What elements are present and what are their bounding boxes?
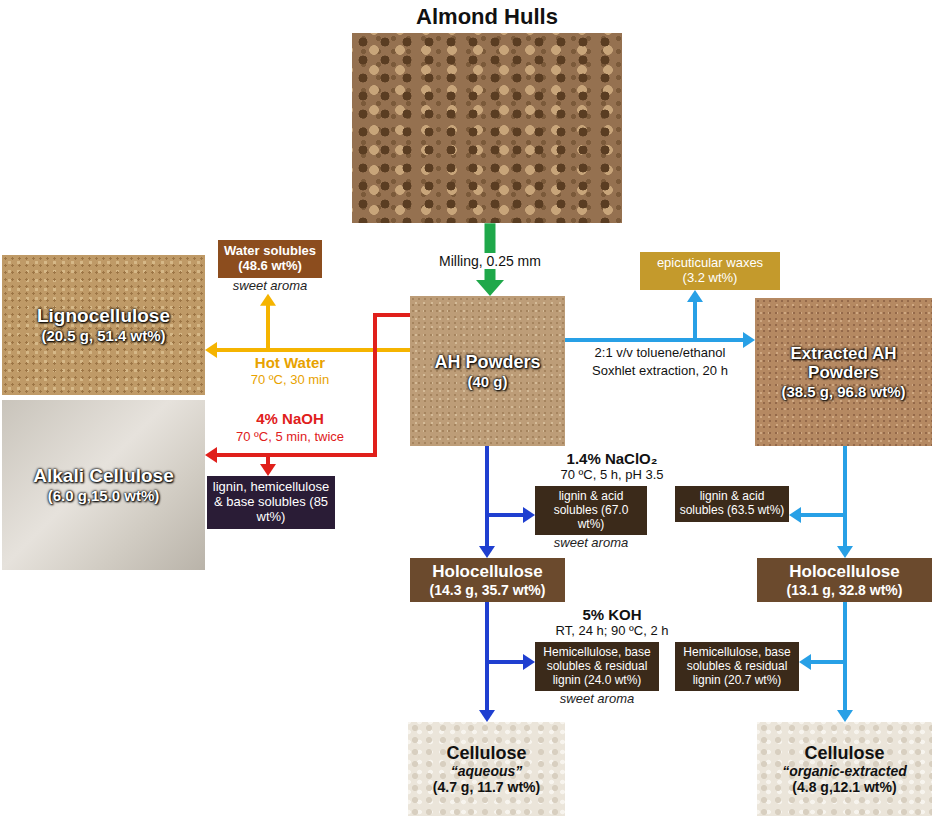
sample-photo: Alkali Cellulose(6.0 g,15.0 wt%) [2, 400, 205, 570]
arrow-head [789, 507, 801, 523]
arrow-head [260, 464, 276, 476]
almond-hulls-picture [352, 33, 622, 223]
sample-photo: AH Powders(40 g) [410, 296, 565, 446]
arrow-line [810, 602, 845, 662]
byproduct-box: lignin, hemicellulose & base solubles (8… [207, 476, 335, 529]
edge-label: 4% NaOH [254, 410, 326, 427]
node-label: Hemicellulose, base solubles & residual … [539, 646, 655, 687]
arrow-line [800, 446, 845, 515]
box-fill: Hemicellulose, base solubles & residual … [535, 642, 659, 691]
flow-arrow [565, 290, 703, 340]
byproduct-box: lignin & acid solubles (63.5 wt%) [675, 486, 789, 522]
node-label: lignin & acid solubles (67.0 wt%) [539, 490, 643, 531]
edge-label: 2:1 v/v toluene/ethanol [593, 346, 728, 361]
arrow-head [837, 546, 853, 558]
cellulose-photo: Cellulose“aqueous”(4.7 g, 11.7 wt%) [408, 722, 565, 816]
node-label: Almond Hulls [352, 4, 622, 33]
arrow-line [268, 305, 410, 350]
condition-note: 70 ºC, 5 h, pH 3.5 [558, 468, 665, 483]
node-label: (14.3 g, 35.7 wt%) [414, 582, 561, 598]
node-label: (20.5 g, 51.4 wt%) [41, 327, 165, 344]
arrow-head [479, 710, 495, 722]
holocellulose-box: Holocellulose(13.1 g, 32.8 wt%) [757, 558, 932, 602]
arrow-head [523, 654, 535, 670]
flow-arrow [789, 446, 845, 523]
cellulose-photo: Cellulose“organic-extracted(4.8 g,12.1 w… [757, 722, 932, 816]
node-label: Lignocellulose [37, 305, 170, 327]
arrow-head [743, 332, 755, 348]
node-label: sweet aroma [218, 278, 322, 294]
sample-photo: Extracted AH Powders(38.5 g, 96.8 wt%) [755, 298, 932, 446]
node-label: lignin, hemicellulose & base solubles (8… [211, 480, 331, 525]
flow-arrow [487, 446, 535, 523]
arrow-head [260, 294, 276, 306]
arrow-head [205, 342, 217, 358]
arrow-head [205, 447, 217, 463]
arrow-head [837, 710, 853, 722]
node-label: Water solubles (48.6 wt%) [222, 244, 318, 274]
node-label: Extracted AH Powders [759, 344, 928, 383]
node-label: Alkali Cellulose [33, 465, 173, 487]
edge-label: Hot Water [253, 354, 327, 371]
node-label: (13.1 g, 32.8 wt%) [761, 582, 928, 598]
arrow-line [565, 301, 695, 340]
node-label: Hemicellulose, base solubles & residual … [679, 646, 795, 687]
byproduct-box: lignin & acid solubles (67.0 wt%) sweet a… [535, 486, 647, 551]
arrow-head [687, 290, 703, 302]
condition-note: RT, 24 h; 90 ºC, 2 h [554, 624, 671, 639]
node-label: “aqueous” [451, 763, 523, 779]
box-fill: lignin & acid solubles (67.0 wt%) [535, 486, 647, 535]
holocellulose-box: Holocellulose(14.3 g, 35.7 wt%) [410, 558, 565, 602]
node-label: (38.5 g, 96.8 wt%) [781, 383, 905, 400]
flow-arrow [487, 602, 535, 670]
condition-note: 70 ºC, 5 min, twice [234, 430, 346, 445]
arrow-head [476, 280, 504, 296]
byproduct-box: Hemicellulose, base solubles & residual … [675, 642, 799, 691]
node-label: sweet aroma [535, 691, 659, 707]
node-label: Cellulose [446, 743, 526, 764]
byproduct-box: Hemicellulose, base solubles & residual … [535, 642, 659, 707]
arrow-head [799, 654, 811, 670]
condition-note: 1.4% NaClO₂ [565, 450, 660, 467]
flow-arrow [260, 294, 410, 350]
node-label: AH Powders [434, 352, 540, 373]
arrow-head [479, 546, 495, 558]
arrow-line [487, 602, 524, 662]
condition-note: 5% KOH [580, 606, 643, 623]
sample-photo: Lignocellulose(20.5 g, 51.4 wt%) [2, 255, 205, 395]
node-label: (4.8 g,12.1 wt%) [792, 779, 896, 795]
node-label: (40 g) [467, 373, 507, 390]
node-label: lignin & acid solubles (63.5 wt%) [679, 490, 785, 518]
node-label: (4.7 g, 11.7 wt%) [433, 779, 540, 795]
node-label: Holocellulose [761, 562, 928, 582]
flow-arrow [799, 602, 845, 670]
node-label: “organic-extracted [782, 763, 906, 779]
product-box: epicuticular waxes (3.2 wt%) [640, 252, 780, 290]
node-label: (6.0 g,15.0 wt%) [48, 487, 160, 504]
node-label: Holocellulose [414, 562, 561, 582]
flow-arrow [260, 315, 410, 476]
box-fill: Water solubles (48.6 wt%) [218, 240, 322, 278]
arrow-line [487, 446, 524, 515]
node-label: sweet aroma [535, 535, 647, 551]
node-label: epicuticular waxes (3.2 wt%) [644, 256, 776, 286]
edge-label: Milling, 0.25 mm [437, 253, 543, 269]
product-box: Water solubles (48.6 wt%) sweet aroma [218, 240, 322, 294]
flow-arrow [205, 315, 410, 463]
arrow-head [523, 507, 535, 523]
arrow-line [216, 315, 410, 455]
condition-note: Soxhlet extraction, 20 h [590, 364, 730, 379]
condition-note: 70 ºC, 30 min [249, 373, 331, 388]
almond-hulls-photo: Almond Hulls [352, 4, 622, 223]
node-label: Cellulose [804, 743, 884, 764]
